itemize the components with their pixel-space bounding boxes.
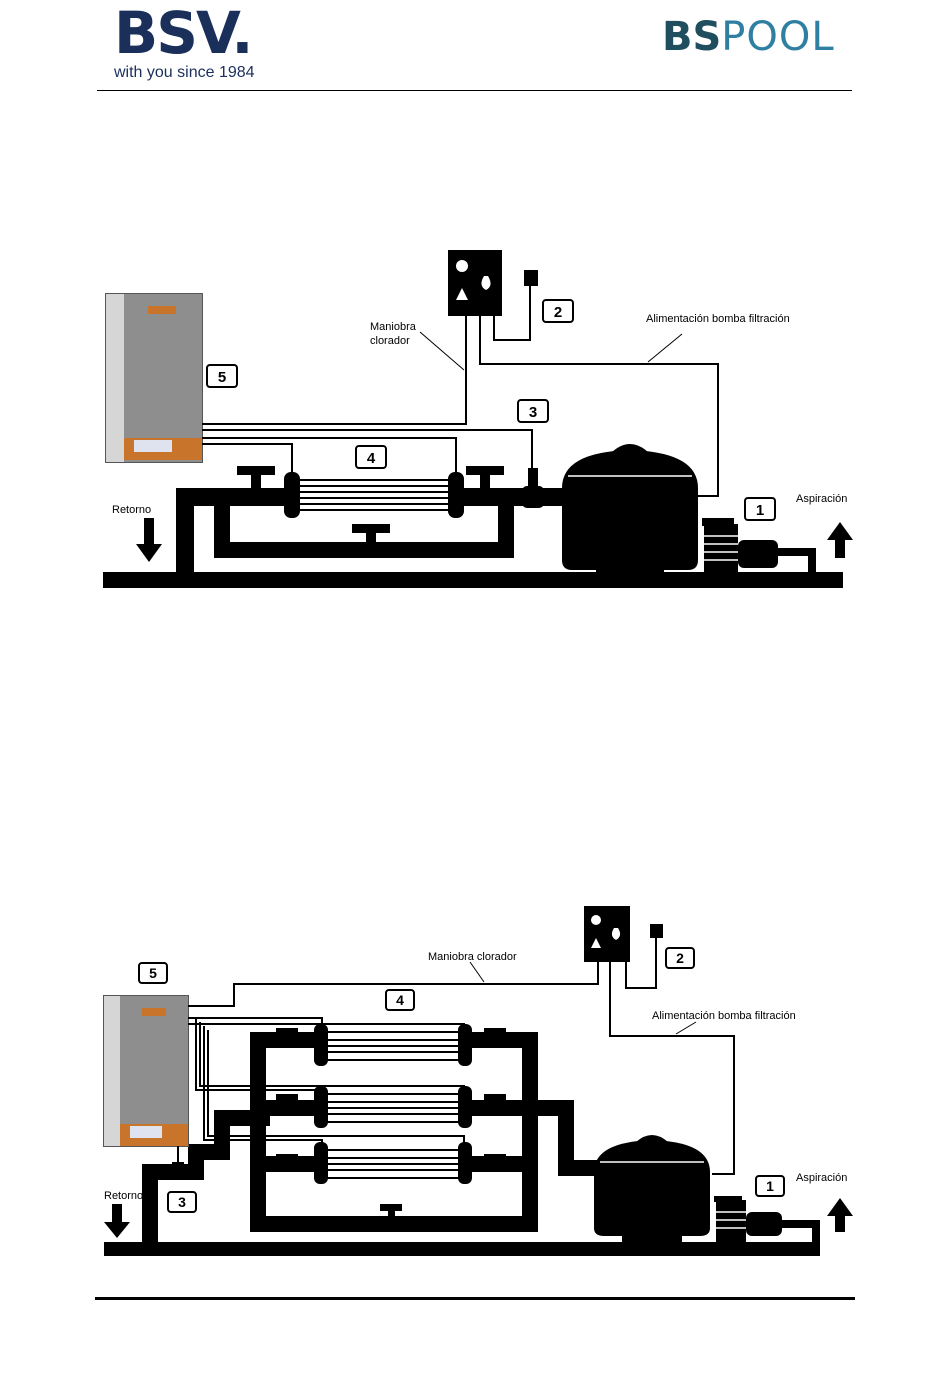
installation-diagram-triple: Maniobra clorador Alimentación bomba fil…	[0, 900, 950, 1270]
manifold-frame	[258, 1040, 530, 1224]
pump-motor	[746, 1212, 782, 1236]
pump-body	[716, 1200, 746, 1242]
svg-text:3: 3	[178, 1194, 186, 1210]
valve-left-stem	[251, 466, 261, 492]
label-alimentacion: Alimentación bomba filtración	[646, 313, 790, 325]
callout-4: 4	[356, 446, 386, 468]
electrode-cell	[296, 480, 452, 510]
installation-diagram-single: Maniobra clorador Alimentación bomba fil…	[0, 240, 950, 600]
svg-text:4: 4	[367, 450, 376, 467]
control-box	[448, 250, 502, 316]
callout-4: 4	[386, 990, 414, 1010]
suction-arrow-icon	[827, 1198, 853, 1232]
probe-fitting	[522, 486, 544, 508]
sensor-box	[524, 270, 538, 286]
svg-text:3: 3	[529, 404, 537, 421]
filter-tank	[562, 450, 698, 570]
svg-text:1: 1	[756, 502, 764, 519]
svg-text:2: 2	[554, 304, 562, 321]
label-retorno: Retorno	[112, 504, 151, 516]
svg-text:2: 2	[676, 950, 684, 966]
label-maniobra-1: Maniobra	[370, 321, 417, 333]
callout-2: 2	[666, 948, 694, 968]
pump-body	[704, 524, 738, 572]
label-alimentacion: Alimentación bomba filtración	[652, 1010, 796, 1022]
outlet-pipe	[530, 1108, 600, 1168]
svg-text:5: 5	[218, 369, 226, 386]
label-maniobra: Maniobra clorador	[428, 951, 517, 963]
svg-text:4: 4	[396, 992, 404, 1008]
bsv-logo-tagline: with you since 1984	[114, 64, 274, 82]
cabinet-display	[142, 1008, 166, 1016]
callout-3: 3	[518, 400, 548, 422]
callout-1: 1	[745, 498, 775, 520]
sensor-box	[650, 924, 663, 938]
svg-text:1: 1	[766, 1178, 774, 1194]
ground-pipe	[104, 1242, 820, 1256]
filter-base	[596, 570, 664, 576]
bypass-valve-stem	[366, 524, 376, 550]
filter-base	[622, 1236, 682, 1244]
control-box	[584, 906, 630, 962]
label-aspiracion: Aspiración	[796, 493, 847, 505]
probe-stem	[528, 468, 538, 488]
cell-flange-left	[284, 472, 300, 518]
callout-3: 3	[168, 1192, 196, 1212]
bspool-logo-pool: POOL	[721, 14, 834, 60]
filter-tank	[594, 1140, 710, 1236]
svg-text:5: 5	[149, 965, 157, 981]
bsv-logo: BSV. with you since 1984	[114, 4, 274, 84]
probe-fitting	[172, 1162, 184, 1172]
label-aspiracion: Aspiración	[796, 1172, 847, 1184]
label-maniobra-2: clorador	[370, 335, 410, 347]
electrode-cells	[314, 1024, 472, 1184]
ground-pipe	[103, 572, 843, 588]
return-arrow-icon	[136, 518, 162, 562]
valve-right-stem	[480, 466, 490, 492]
callout-5: 5	[139, 963, 167, 983]
bspool-logo: BSPOOL	[662, 14, 835, 60]
callout-1: 1	[756, 1176, 784, 1196]
callout-5: 5	[207, 365, 237, 387]
diagram-1-svg: Maniobra clorador Alimentación bomba fil…	[0, 240, 950, 600]
bspool-logo-bs: BS	[662, 14, 721, 60]
label-retorno: Retorno	[104, 1190, 143, 1202]
pump-motor	[738, 540, 778, 568]
cabinet-display	[148, 306, 176, 314]
suction-arrow-icon	[827, 522, 853, 558]
bsv-logo-text: BSV.	[114, 4, 274, 62]
header-rule	[97, 90, 852, 91]
footer-rule	[95, 1297, 855, 1300]
return-arrow-icon	[104, 1204, 130, 1238]
cell-flange-right	[448, 472, 464, 518]
diagram-2-svg: Maniobra clorador Alimentación bomba fil…	[0, 900, 950, 1270]
callout-2: 2	[543, 300, 573, 322]
